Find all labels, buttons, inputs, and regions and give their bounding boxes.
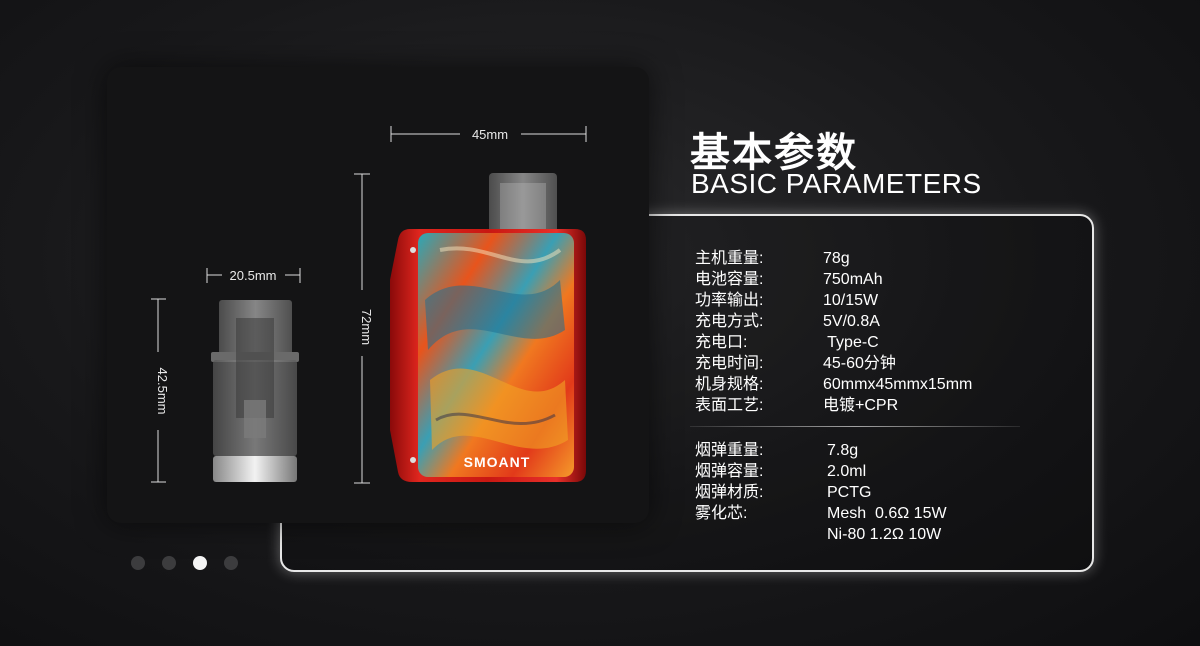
spec-row: 充电时间: 45-60分钟 (695, 353, 972, 374)
spec-label (695, 524, 827, 545)
spec-value: 2.0ml (827, 463, 867, 480)
pod-width-label: 20.5mm (230, 268, 277, 283)
spec-label: 烟弹容量: (695, 463, 764, 480)
spec-label: 充电方式: (695, 313, 764, 330)
device-width-label: 45mm (472, 127, 508, 142)
spec-value: Mesh 0.6Ω 15W (827, 505, 947, 522)
page-title-en: BASIC PARAMETERS (691, 168, 982, 199)
carousel-pagination (131, 556, 238, 570)
device-pod-image (489, 173, 557, 233)
spec-label: 烟弹材质: (695, 484, 764, 501)
spec-label: 充电口: (695, 334, 748, 351)
spec-label: 功率输出: (695, 292, 764, 309)
device-height-label: 72mm (359, 309, 374, 345)
device-specs-list: 主机重量: 78g 电池容量: 750mAh 功率输出: 10/15W 充电方式: 5V… (695, 248, 972, 416)
spec-value: 电镀+CPR (823, 397, 899, 414)
spec-row: 充电口: Type-C (695, 332, 972, 353)
spec-row: 烟弹容量: 2.0ml (695, 461, 947, 482)
spec-label: 电池容量: (695, 271, 764, 288)
spec-label: 充电时间: (695, 355, 764, 372)
spec-row: 功率输出: 10/15W (695, 290, 972, 311)
spec-value: 7.8g (827, 442, 859, 459)
spec-value: Type-C (823, 334, 879, 351)
spec-label: 雾化芯: (695, 505, 748, 522)
spec-value: Ni-80 1.2Ω 10W (827, 526, 942, 543)
pod-specs-list: 烟弹重量: 7.8g 烟弹容量: 2.0ml 烟弹材质: PCTG 雾化芯: Mesh … (695, 440, 947, 545)
spec-value: 60mmx45mmx15mm (823, 376, 973, 393)
spec-value: PCTG (827, 484, 872, 501)
carousel-dot[interactable] (131, 556, 145, 570)
spec-value: 5V/0.8A (823, 313, 880, 330)
specs-divider (690, 426, 1020, 427)
device-body-image: SMOANT (390, 229, 586, 482)
carousel-dot[interactable] (224, 556, 238, 570)
spec-row: 机身规格: 60mmx45mmx15mm (695, 374, 972, 395)
pod-cartridge-image (211, 300, 299, 482)
page-title-cn: 基本参数 (690, 131, 858, 175)
device-height-dimension: 72mm (354, 173, 374, 484)
carousel-dot-active[interactable] (193, 556, 207, 570)
spec-row: 表面工艺: 电镀+CPR (695, 395, 972, 416)
spec-label: 烟弹重量: (695, 442, 764, 459)
device-width-dimension: 45mm (390, 126, 587, 142)
carousel-dot[interactable] (162, 556, 176, 570)
spec-row: 烟弹重量: 7.8g (695, 440, 947, 461)
spec-row: Ni-80 1.2Ω 10W (695, 524, 947, 545)
spec-row: 电池容量: 750mAh (695, 269, 972, 290)
spec-label: 主机重量: (695, 250, 764, 267)
spec-value: 78g (823, 250, 850, 267)
brand-logo: SMOANT (464, 454, 531, 470)
spec-row: 烟弹材质: PCTG (695, 482, 947, 503)
pod-height-label: 42.5mm (155, 368, 170, 415)
spec-value: 750mAh (823, 271, 883, 288)
pod-height-dimension: 42.5mm (151, 298, 170, 483)
spec-row: 主机重量: 78g (695, 248, 972, 269)
spec-value: 10/15W (823, 292, 879, 309)
pod-width-dimension: 20.5mm (206, 268, 301, 283)
spec-value: 45-60分钟 (823, 355, 896, 372)
spec-row: 雾化芯: Mesh 0.6Ω 15W (695, 503, 947, 524)
spec-row: 充电方式: 5V/0.8A (695, 311, 972, 332)
spec-label: 表面工艺: (695, 397, 764, 414)
spec-label: 机身规格: (695, 376, 764, 393)
